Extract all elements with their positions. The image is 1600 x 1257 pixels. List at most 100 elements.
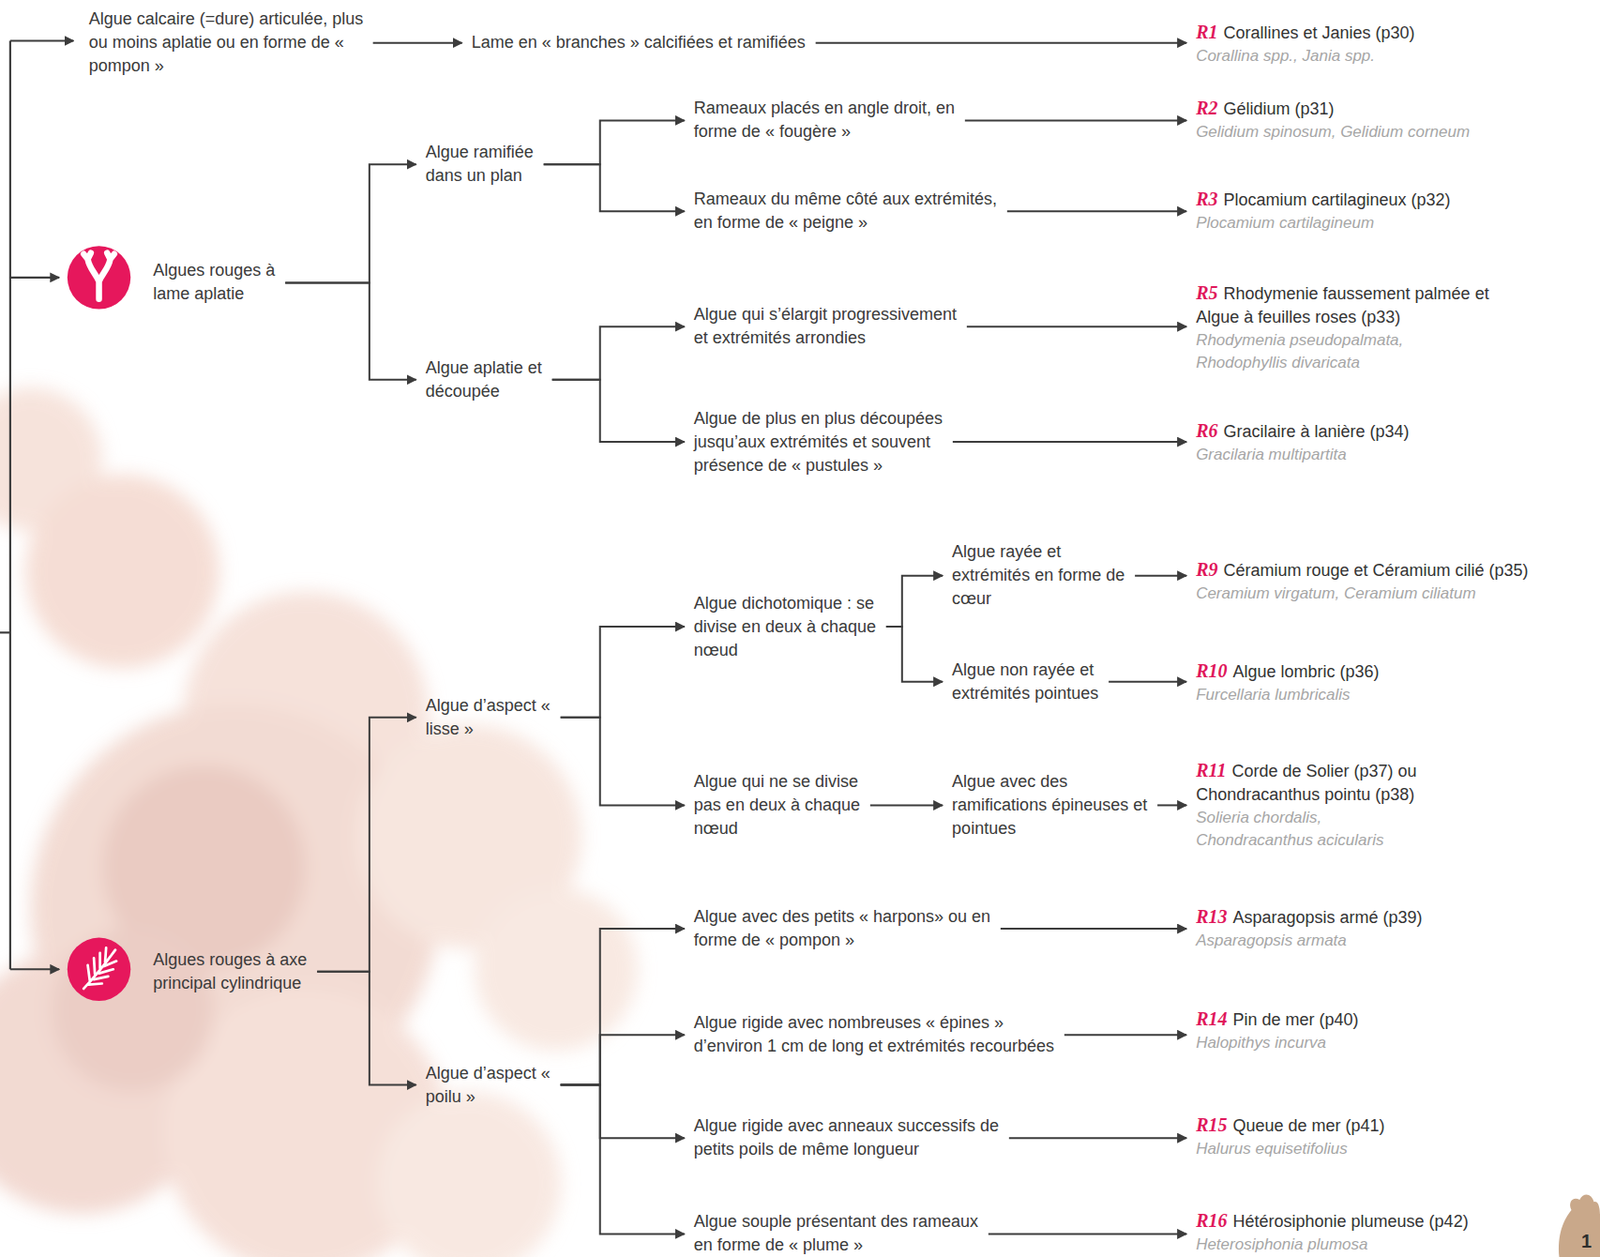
key-arrow	[560, 1085, 685, 1235]
latin-name: Halopithys incurva	[1195, 1031, 1361, 1055]
key-arrow	[1134, 574, 1187, 577]
species-name: Rhodymenie faussement palmée et Algue à …	[1195, 284, 1490, 327]
species-title-row: R14 Pin de mer (p40)	[1195, 1007, 1361, 1032]
key-arrow	[1157, 803, 1187, 806]
key-arrow	[543, 164, 685, 212]
species-result: R2Gélidium (p31)Gelidium spinosum, Gelid…	[1195, 96, 1472, 144]
key-arrow	[285, 282, 417, 379]
species-code: R1	[1195, 21, 1218, 43]
species-title-row: R5Rhodymenie faussement palmée et Algue …	[1195, 281, 1492, 330]
step-text: Algue souple présentant des rameaux en f…	[694, 1209, 982, 1257]
key-arrow	[886, 575, 943, 627]
species-title-row: R6Gracilaire à lanière (p34)	[1195, 419, 1412, 444]
key-step: Algue d’aspect « lisse »	[425, 694, 554, 741]
key-step: Algue d’aspect « poilu »	[425, 1061, 554, 1109]
species-result: R16Hétérosiphonie plumeuse (p42)Heterosi…	[1195, 1208, 1471, 1256]
page-number: 1	[1581, 1230, 1592, 1252]
species-code: R9	[1195, 558, 1218, 580]
key-arrow	[1007, 210, 1187, 212]
latin-name: Corallina spp., Jania spp.	[1195, 45, 1418, 68]
key-step: Algue non rayée et extrémités pointues	[951, 658, 1102, 706]
step-text: Algue qui ne se divise pas en deux à cha…	[694, 769, 863, 841]
species-code: R14	[1195, 1008, 1227, 1029]
species-title-row: R2Gélidium (p31)	[1195, 96, 1472, 121]
species-code: R13	[1195, 905, 1227, 927]
key-step: Rameaux placés en angle droit, en forme …	[694, 96, 958, 144]
key-step: Algues rouges à lame aplatie	[152, 258, 278, 306]
species-code: R2	[1195, 97, 1218, 119]
key-step: Algue qui s’élargit progressivement et e…	[694, 302, 960, 350]
species-result: R15 Queue de mer (p41) Halurus equisetifol…	[1195, 1113, 1388, 1161]
species-title-row: R15 Queue de mer (p41)	[1195, 1113, 1388, 1138]
step-text: Algue aplatie et découpée	[425, 356, 545, 404]
species-name: Hétérosiphonie plumeuse (p42)	[1232, 1211, 1468, 1231]
species-name: Corallines et Janies (p30)	[1222, 23, 1415, 43]
species-code: R11	[1195, 759, 1226, 781]
species-code: R15	[1195, 1114, 1227, 1135]
latin-name: Furcellaria lumbricalis	[1195, 683, 1382, 707]
species-name: Queue de mer (p41)	[1232, 1116, 1385, 1135]
key-arrow	[870, 803, 943, 806]
species-result: R5Rhodymenie faussement palmée et Algue …	[1195, 281, 1492, 375]
key-step: Rameaux du même côté aux extrémités, en …	[694, 187, 1000, 235]
species-name: Algue lombric (p36)	[1232, 662, 1379, 681]
species-result: R13Asparagopsis armé (p39)Asparagopsis a…	[1195, 905, 1425, 952]
species-code: R3	[1195, 188, 1218, 210]
key-step: Algues rouges à axe principal cylindriqu…	[152, 948, 310, 996]
key-arrow	[552, 379, 685, 442]
key-arrow	[560, 626, 685, 718]
key-step: Algue rigide avec nombreuses « épines » …	[694, 1011, 1057, 1058]
step-text: Algue rigide avec nombreuses « épines » …	[694, 1011, 1057, 1058]
species-name: Plocamium cartilagineux (p32)	[1222, 190, 1450, 210]
flat-blade-icon	[67, 245, 131, 309]
species-result: R9Céramium rouge et Céramium cilié (p35)…	[1195, 558, 1531, 605]
species-result: R10 Algue lombric (p36) Furcellaria lumbri…	[1195, 659, 1382, 707]
key-step: Algue dichotomique : se divise en deux à…	[694, 591, 879, 663]
step-text: Algue avec des ramifications épineuses e…	[951, 769, 1150, 841]
species-code: R10	[1195, 660, 1227, 681]
species-code: R16	[1195, 1209, 1227, 1231]
key-arrow	[1064, 1033, 1187, 1036]
species-title-row: R3Plocamium cartilagineux (p32)	[1195, 187, 1453, 212]
latin-name: Heterosiphonia plumosa	[1195, 1233, 1471, 1256]
step-text: Algue rayée et extrémités en forme de cœ…	[951, 540, 1128, 611]
latin-name: Plocamium cartilagineum	[1195, 211, 1453, 235]
species-result: R14 Pin de mer (p40) Halopithys incurva	[1195, 1007, 1361, 1055]
species-name: Gracilaire à lanière (p34)	[1222, 422, 1409, 441]
key-arrow	[988, 1232, 1187, 1235]
key-arrow	[316, 717, 417, 972]
key-arrow	[886, 626, 943, 682]
step-text: Rameaux du même côté aux extrémités, en …	[694, 187, 1000, 235]
cylindrical-axis-icon	[67, 937, 131, 1001]
key-step: Algue calcaire (=dure) articulée, plus o…	[89, 7, 366, 78]
species-title-row: R1Corallines et Janies (p30)	[1195, 20, 1418, 46]
key-step: Algue de plus en plus découpées jusqu’au…	[694, 407, 946, 478]
species-result: R1Corallines et Janies (p30)Corallina sp…	[1195, 20, 1418, 68]
species-title-row: R9Céramium rouge et Céramium cilié (p35)	[1195, 558, 1531, 583]
key-arrow	[373, 42, 463, 45]
species-code: R5	[1195, 282, 1218, 303]
step-text: Algue d’aspect « lisse »	[425, 694, 554, 741]
step-text: Algue de plus en plus découpées jusqu’au…	[694, 407, 946, 478]
key-arrow	[552, 326, 685, 380]
species-result: R3Plocamium cartilagineux (p32)Plocamium…	[1195, 187, 1453, 235]
key-arrow	[285, 164, 417, 283]
latin-name: Solieria chordalis, Chondracanthus acicu…	[1195, 806, 1416, 852]
latin-name: Gracilaria multipartita	[1195, 443, 1412, 467]
latin-name: Rhodymenia pseudopalmata, Rhodophyllis d…	[1195, 329, 1462, 375]
key-step: Algue souple présentant des rameaux en f…	[694, 1209, 982, 1257]
species-name: Pin de mer (p40)	[1232, 1010, 1359, 1029]
step-text: Rameaux placés en angle droit, en forme …	[694, 96, 958, 144]
step-text: Algue d’aspect « poilu »	[425, 1061, 554, 1109]
key-arrow	[543, 120, 685, 165]
latin-name: Halurus equisetifolius	[1195, 1137, 1388, 1161]
key-bracket	[0, 41, 74, 970]
key-step: Algue avec des ramifications épineuses e…	[951, 769, 1150, 841]
key-step: Algue aplatie et découpée	[425, 356, 545, 404]
latin-name: Gelidium spinosum, Gelidium corneum	[1195, 120, 1472, 144]
key-arrow	[560, 1085, 685, 1139]
step-text: Algues rouges à lame aplatie	[152, 258, 278, 306]
step-text: Algue dichotomique : se divise en deux à…	[694, 591, 879, 663]
species-title-row: R16Hétérosiphonie plumeuse (p42)	[1195, 1208, 1471, 1234]
